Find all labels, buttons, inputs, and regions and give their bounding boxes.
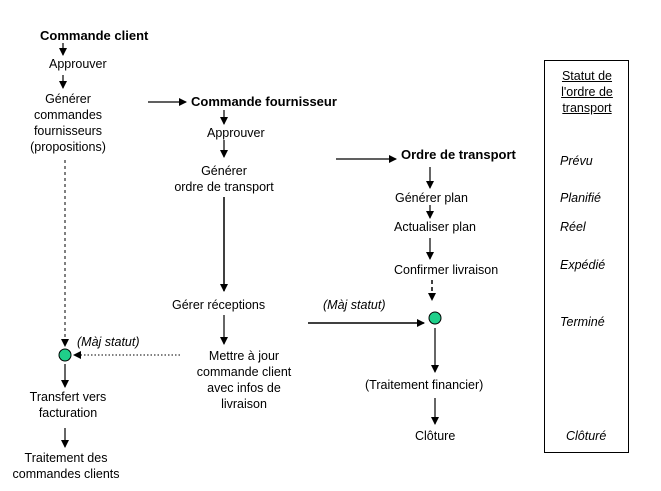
text-line: Mettre à jour [208,349,280,363]
text-line: fournisseurs [33,124,103,138]
transport-update-status-label: (Màj statut) [323,298,386,312]
text-line: avec infos de [207,381,281,395]
text-line: commande client [196,365,292,379]
status-closed: Clôturé [566,429,607,443]
status-shipped: Expédié [560,258,606,272]
client-generate-step: Générer commandes fournisseurs (proposit… [8,91,128,155]
transport-generate-plan-step: Générer plan [395,191,468,205]
text-line: commandes [33,108,103,122]
text-line: Transfert vers [29,390,107,404]
text-line: Traitement des [24,451,108,465]
text-line: livraison [221,397,267,411]
text-line: ordre de transport [174,180,274,194]
client-order-title: Commande client [40,28,149,43]
status-completed: Terminé [560,315,605,329]
text-line: facturation [38,406,98,420]
text-line: Statut de [561,69,613,83]
text-line: commandes clients [12,467,120,481]
transport-update-plan-step: Actualiser plan [394,220,476,234]
client-sync-node [58,348,72,362]
status-legend-box [544,60,629,453]
transport-financial-step: (Traitement financier) [365,378,484,392]
text-line: (propositions) [30,140,106,154]
text-line: transport [562,101,612,115]
transport-order-title: Ordre de transport [401,147,516,162]
status-legend-header: Statut de l'ordre de transport [547,68,627,116]
transport-confirm-step: Confirmer livraison [394,263,499,277]
status-scheduled: Planifié [560,191,601,205]
text-line: Générer [201,164,247,178]
supplier-update-step: Mettre à jour commande client avec infos… [184,348,304,412]
transport-sync-node [428,311,442,325]
supplier-generate-step: Générer ordre de transport [164,163,284,195]
supplier-order-title: Commande fournisseur [191,94,337,109]
client-approve-step: Approuver [49,57,107,71]
text-line: l'ordre de [561,85,613,99]
client-processing-step: Traitement des commandes clients [0,450,132,482]
status-actual: Réel [560,220,586,234]
client-update-status-label: (Màj statut) [77,335,140,349]
client-transfer-step: Transfert vers facturation [8,389,128,421]
text-line: Générer [45,92,91,106]
supplier-approve-step: Approuver [207,126,265,140]
supplier-receipts-step: Gérer réceptions [172,298,266,312]
status-planned: Prévu [560,154,593,168]
transport-closure-step: Clôture [415,429,456,443]
